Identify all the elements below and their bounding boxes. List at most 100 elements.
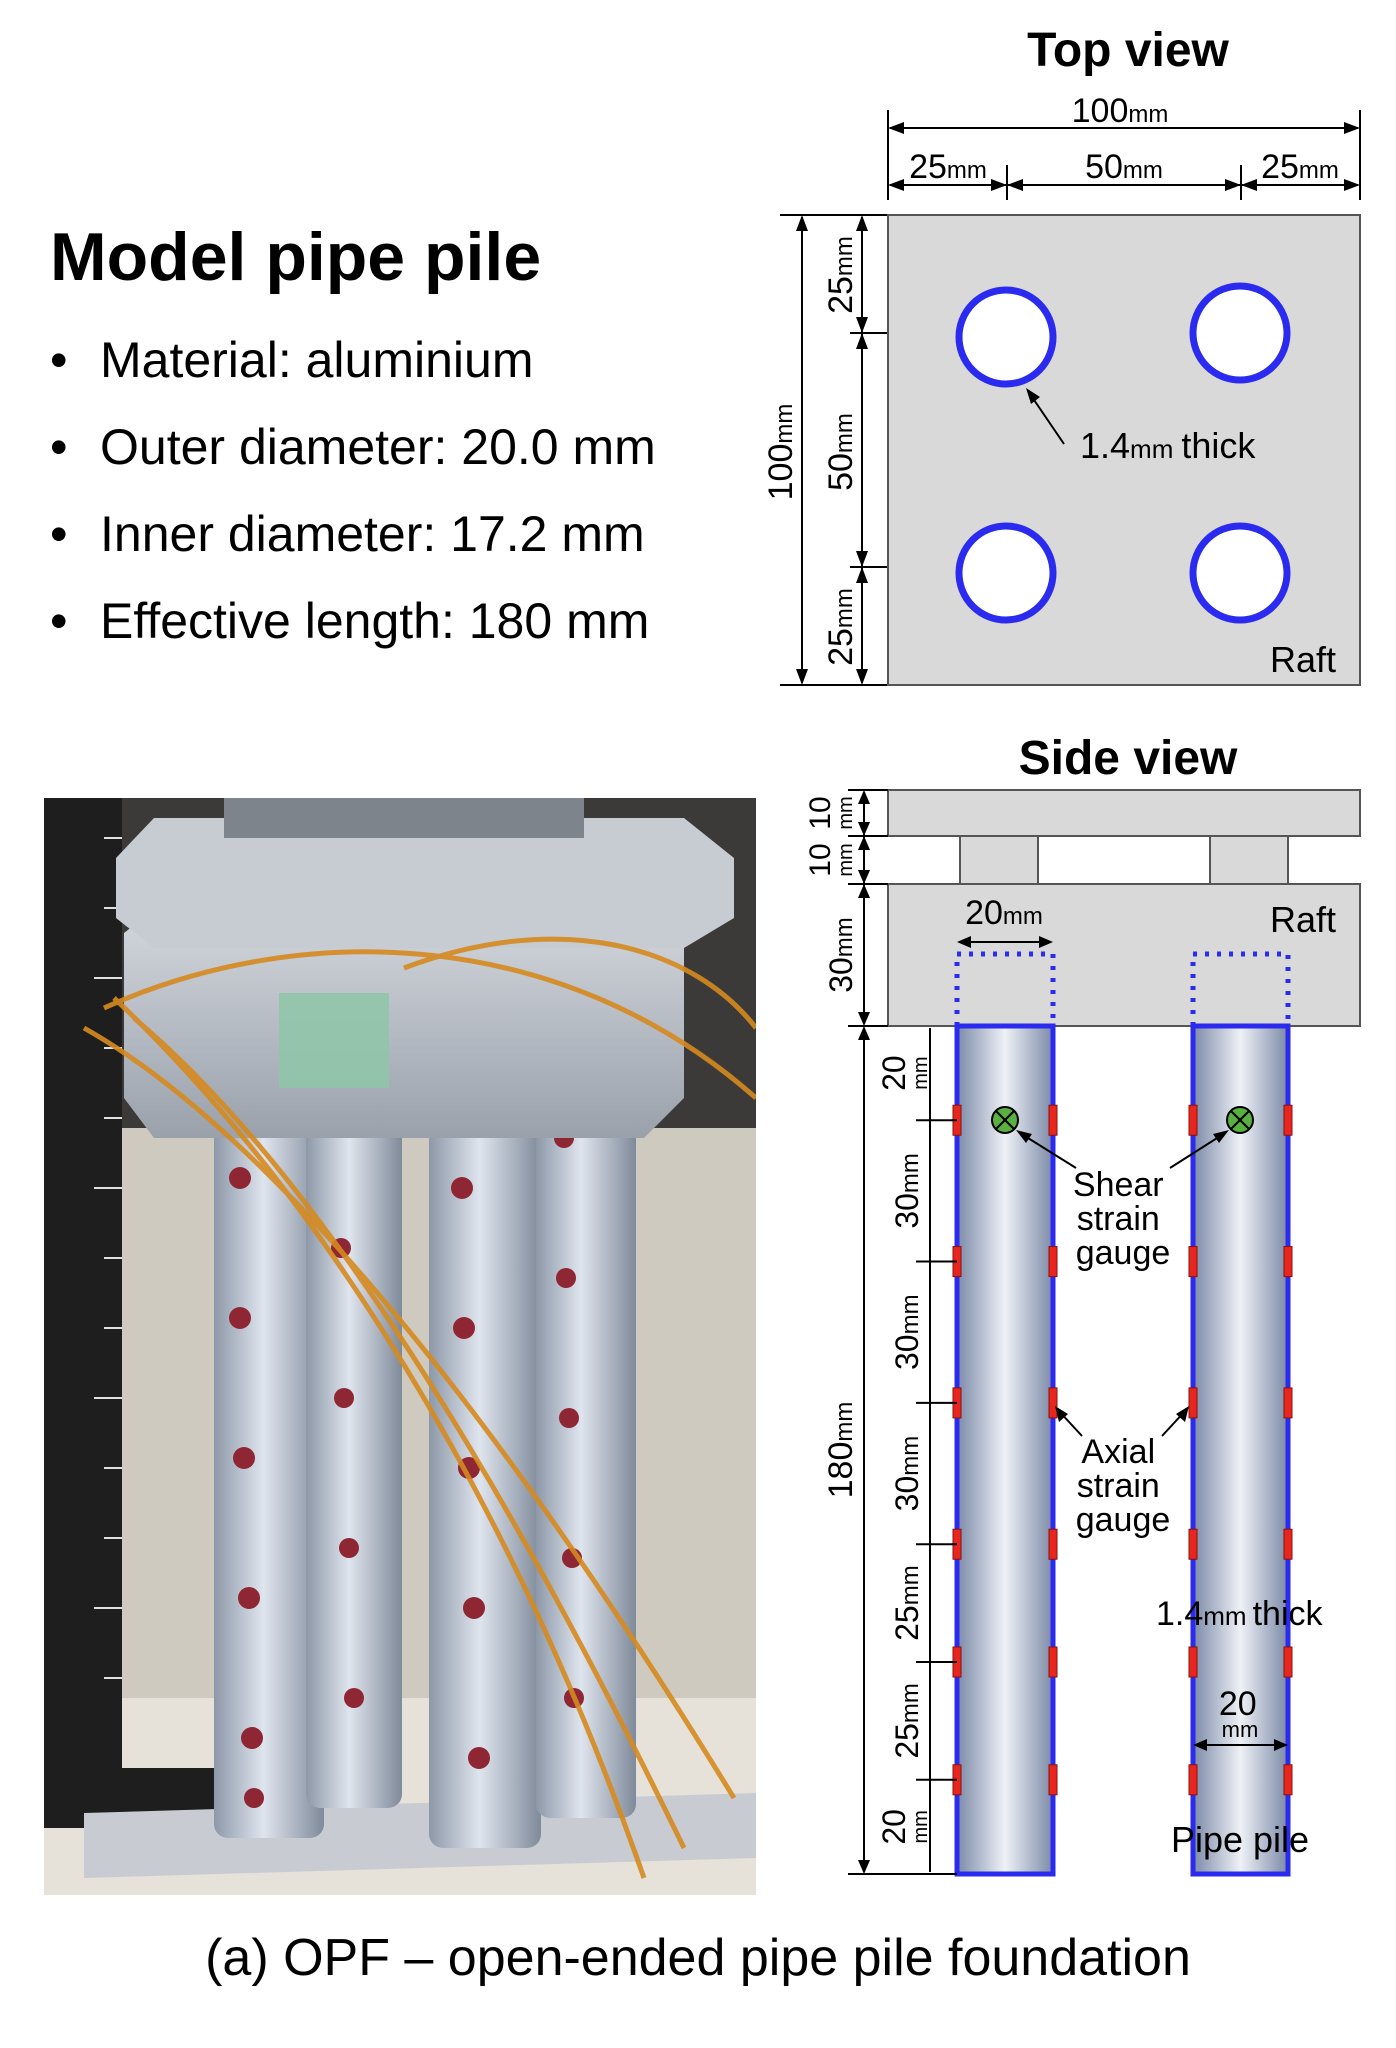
- column-right: [1209, 835, 1289, 885]
- dim-unit: mm: [1299, 157, 1339, 184]
- dim-gauge-spacing: 25mm: [889, 1683, 925, 1759]
- dim-value: 20: [876, 1809, 912, 1845]
- model-photo: [44, 798, 756, 1895]
- axial-gauge-label: Axial strain gauge: [1076, 1433, 1171, 1539]
- dim-value: 20: [1219, 1685, 1257, 1723]
- arrow-icon: [1193, 1739, 1207, 1751]
- dim-unit: mm: [831, 236, 858, 276]
- axial-gauge-mark: [1048, 1646, 1058, 1678]
- bullet-icon: •: [50, 418, 68, 475]
- axial-gauge-mark: [1283, 1528, 1293, 1560]
- dim-unit: mm: [835, 796, 857, 829]
- pile-label: Pipe pile: [1171, 1819, 1309, 1860]
- top-view-diagram: Top view 100mm 25mm 50mm 25mm: [762, 24, 1361, 686]
- shear-gauge-label: Shear strain gauge: [1073, 1166, 1173, 1272]
- dim-unit: mm: [831, 588, 858, 628]
- axial-gauge-mark: [1283, 1646, 1293, 1678]
- dim-unit: mm: [910, 1056, 932, 1089]
- spec-item-label: Effective length: 180 mm: [100, 592, 650, 649]
- figure-caption: (a) OPF – open-ended pipe pile foundatio…: [205, 1929, 1191, 1987]
- top-view-title: Top view: [1027, 24, 1229, 77]
- dim-unit: mm: [897, 1294, 924, 1334]
- arrow-icon: [888, 122, 1360, 191]
- dim-value: 100: [762, 444, 800, 501]
- side-view-diagram: Side view Raft 20mm: [804, 732, 1361, 1877]
- leader-line: [1029, 393, 1065, 445]
- dim-value: 30: [889, 1334, 925, 1370]
- dim-unit: mm: [771, 404, 798, 444]
- arrow-icon: [858, 790, 870, 1874]
- dim-center: 50mm: [1085, 148, 1163, 186]
- arrow-icon: [1016, 1130, 1229, 1422]
- dim-unit: mm: [1203, 1601, 1246, 1631]
- label-line: strain: [1077, 1467, 1160, 1505]
- dim-value: 10: [804, 843, 837, 876]
- dim-edge-right: 25mm: [1261, 148, 1339, 186]
- dim-pile-diameter-lower: 20 mm: [1219, 1685, 1261, 1742]
- raft-plan: [887, 214, 1361, 686]
- label-line: strain: [1077, 1200, 1160, 1238]
- dim-unit: mm: [831, 1402, 858, 1442]
- pile-left: [954, 1023, 1056, 1877]
- dim-unit: mm: [1222, 1717, 1259, 1742]
- arrow-icon: [1039, 936, 1053, 948]
- dim-gauge-spacing: 30mm: [889, 1436, 925, 1512]
- dim-unit: mm: [897, 1683, 924, 1723]
- label-line: gauge: [1076, 1234, 1171, 1272]
- pile-right: [1190, 1023, 1291, 1877]
- spec-item: • Effective length: 180 mm: [50, 578, 750, 665]
- dim-unit: mm: [897, 1436, 924, 1476]
- pile-section: [1189, 522, 1291, 624]
- label-line: Shear: [1073, 1166, 1164, 1204]
- dim-value: 30: [823, 957, 859, 993]
- dim-overall-height: 100mm: [762, 404, 800, 501]
- dim-total-length: 180mm: [822, 1402, 860, 1499]
- axial-gauge-mark: [1048, 1246, 1058, 1278]
- dim-side-top: 25mm: [822, 236, 860, 314]
- dim-gauge-spacing: 20mm: [876, 1809, 932, 1845]
- dim-pile-diameter: 20mm: [965, 894, 1043, 932]
- bullet-icon: •: [50, 592, 68, 649]
- dim-cap-top-1: 10mm: [804, 796, 857, 829]
- pile-section: [955, 522, 1057, 624]
- pile-sections: [955, 282, 1291, 624]
- bullet-icon: •: [50, 505, 68, 562]
- dim-value: 25: [1261, 148, 1299, 186]
- dim-raft-height: 30mm: [823, 917, 859, 993]
- arrow-icon: [1274, 1739, 1288, 1751]
- dim-value: 10: [804, 796, 837, 829]
- dim-value: 50: [822, 453, 860, 491]
- spec-item: •Material: aluminium: [50, 317, 750, 404]
- dim-unit: mm: [910, 1810, 932, 1843]
- pile-section: [955, 286, 1057, 388]
- axial-gauge-mark: [1188, 1246, 1198, 1278]
- arrow-icon: [1026, 388, 1040, 404]
- dim-gauge-spacing: 30mm: [889, 1294, 925, 1370]
- axial-gauge-mark: [1283, 1764, 1293, 1796]
- gauge-spacing-ticks: [916, 1119, 957, 1781]
- spec-item-label: Inner diameter: 17.2 mm: [100, 505, 645, 562]
- dim-side-middle: 50mm: [822, 413, 860, 491]
- dim-value: 100: [1072, 92, 1129, 130]
- spec-item: • Inner diameter: 17.2 mm: [50, 491, 750, 578]
- axial-gauge-mark: [1188, 1528, 1198, 1560]
- shear-gauge-icon: [1226, 1106, 1254, 1134]
- thickness-suffix: thick: [1181, 425, 1256, 466]
- spec-item-label: Material: aluminium: [100, 331, 534, 388]
- axial-gauge-mark: [1188, 1104, 1198, 1136]
- embedded-pile-outline: [954, 951, 1291, 1026]
- dim-cap-top-2: 10mm: [804, 843, 857, 876]
- axial-gauge-mark: [1188, 1646, 1198, 1678]
- dim-side-bottom: 25mm: [822, 588, 860, 666]
- dim-edge-left: 25mm: [909, 148, 987, 186]
- shear-gauge-icon: [991, 1106, 1019, 1134]
- dim-value: 20: [876, 1055, 912, 1091]
- dim-gauge-spacing: 30mm: [889, 1153, 925, 1229]
- axial-gauge-mark: [1048, 1104, 1058, 1136]
- spec-title: Model pipe pile: [50, 219, 542, 295]
- dim-overall-width: 100mm: [1072, 92, 1169, 130]
- dim-unit: mm: [835, 843, 857, 876]
